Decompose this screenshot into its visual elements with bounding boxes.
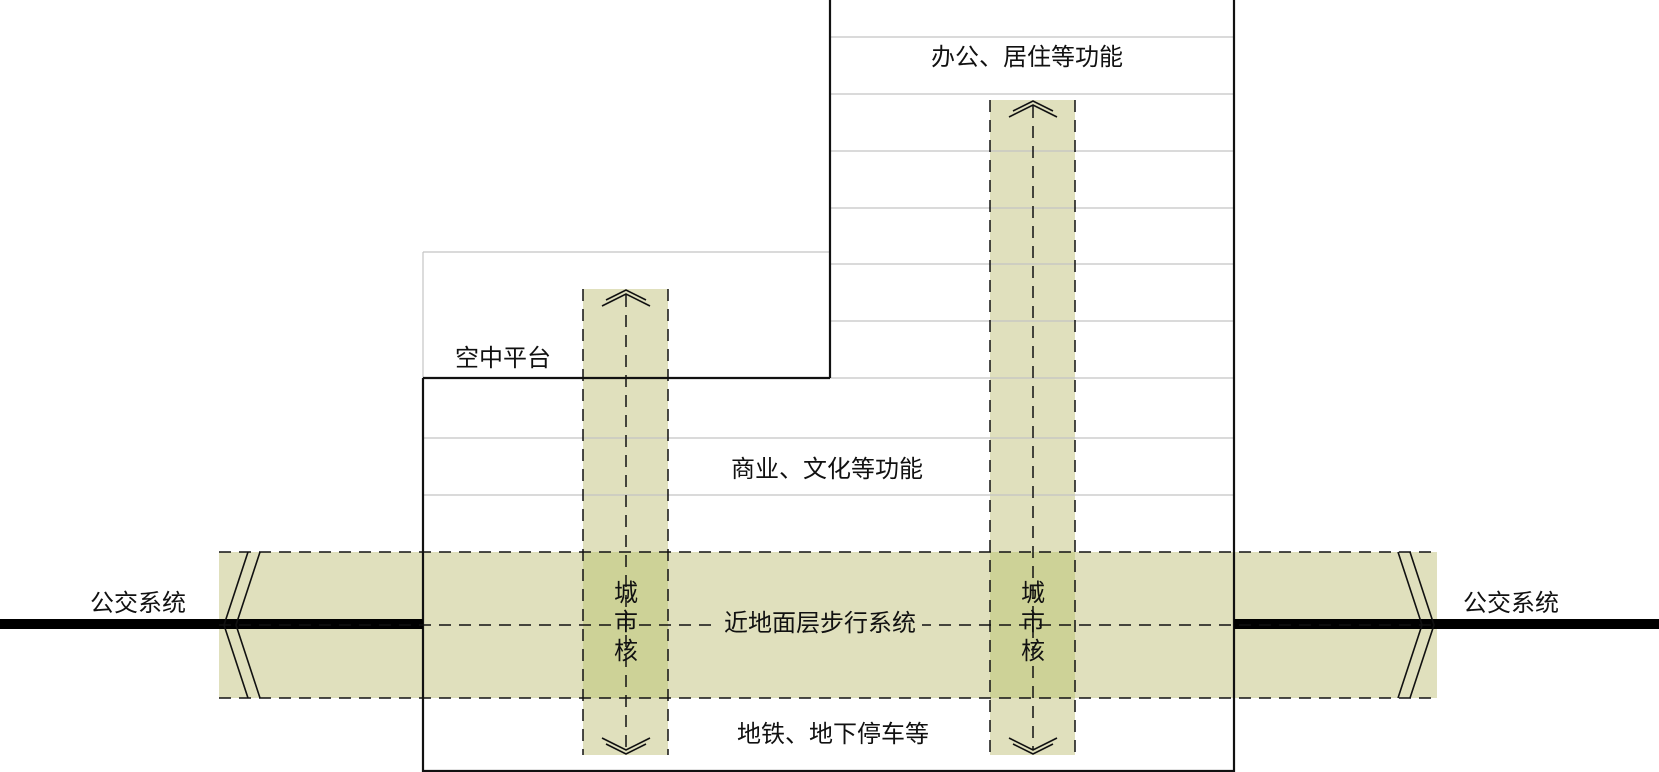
building-outline (421, 0, 1236, 772)
bus-system-label-left: 公交系统 (90, 589, 186, 617)
underground-label: 地铁、地下停车等 (737, 720, 929, 748)
city-core-label-right-2: 市 (1021, 608, 1045, 636)
walk-label-mask (714, 608, 922, 640)
bus-system-label-right: 公交系统 (1463, 589, 1559, 617)
city-core-label-left-1: 城 (614, 579, 638, 607)
upper-floor-lines (422, 36, 1234, 496)
chevron-arrow-icon (223, 100, 1435, 755)
city-core-label-left-2: 市 (614, 608, 638, 636)
walk-system-label: 近地面层步行系统 (724, 609, 916, 637)
city-core-label-right-1: 城 (1021, 579, 1045, 607)
bus-line-left (0, 619, 423, 629)
bus-line-right (1234, 619, 1659, 629)
upper-function-label: 办公、居住等功能 (931, 43, 1123, 71)
city-core-label-right-3: 核 (1021, 637, 1045, 665)
sky-platform-label: 空中平台 (455, 344, 551, 372)
mid-function-label: 商业、文化等功能 (731, 455, 923, 483)
city-core-label-left-3: 核 (614, 637, 638, 665)
